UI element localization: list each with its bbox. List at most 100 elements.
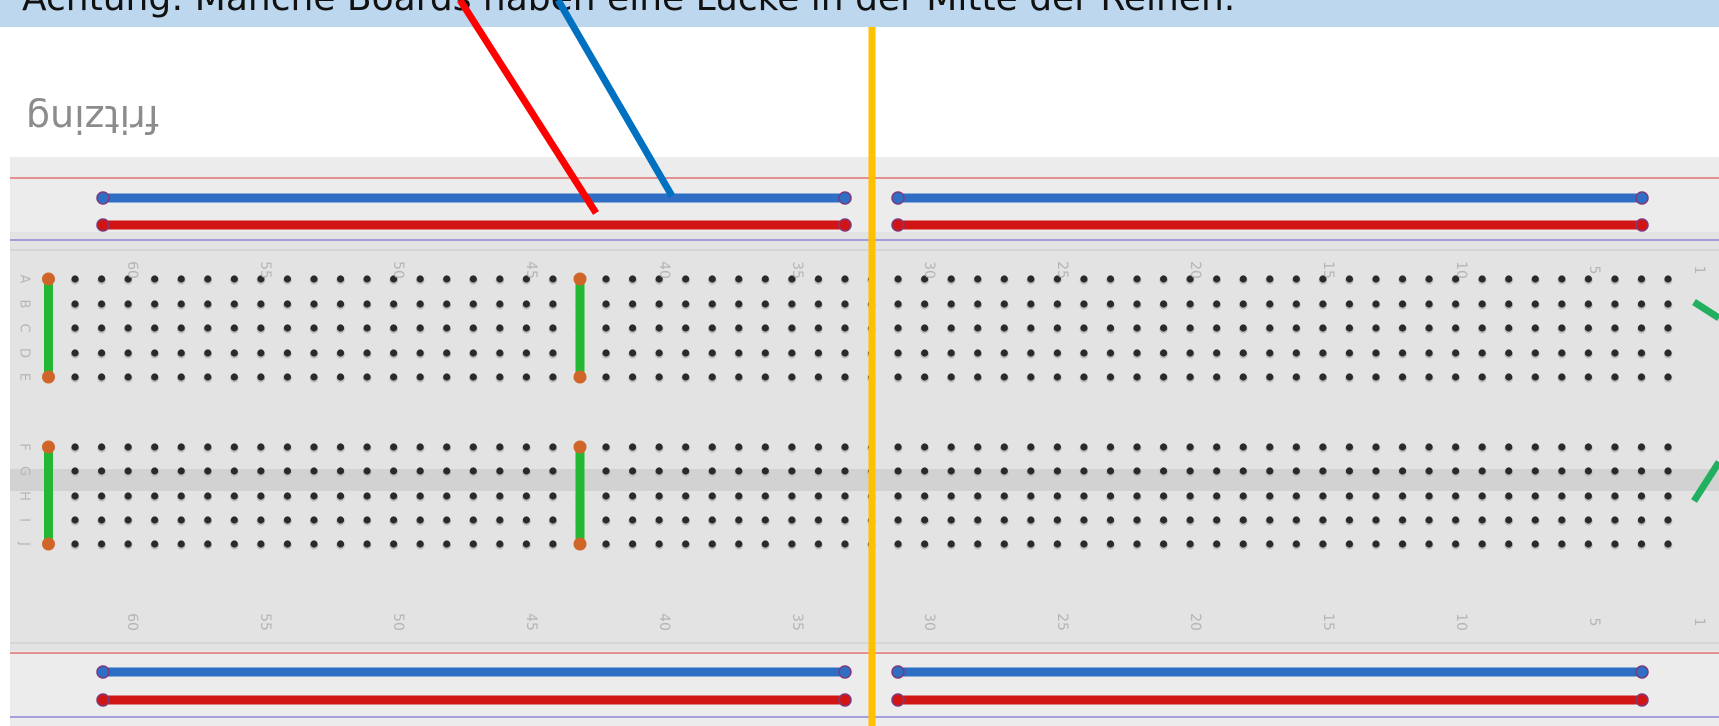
breadboard-hole [204,275,212,283]
breadboard-hole [814,373,823,381]
row-label: B [17,300,32,309]
breadboard-hole [1478,540,1486,548]
jumper-end [42,370,55,384]
breadboard-hole [1664,373,1672,381]
breadboard-hole [788,349,796,357]
breadboard-hole [761,349,769,357]
rail-endpoint [891,693,905,707]
breadboard-hole [1106,324,1115,332]
breadboard-hole [283,324,292,332]
breadboard-hole [1186,349,1194,357]
column-number: 15 [1320,261,1336,279]
breadboard-hole [443,467,451,475]
breadboard-hole [1027,467,1035,475]
column-number: 50 [390,613,406,631]
breadboard-hole [761,373,769,381]
breadboard-hole [682,492,690,500]
breadboard-hole [602,349,610,357]
breadboard-hole [761,443,769,451]
column-number: 35 [789,261,805,279]
breadboard-hole [177,275,185,283]
breadboard-hole [1239,300,1247,308]
breadboard-hole [390,492,398,500]
breadboard-hole [1398,324,1407,332]
breadboard-hole [788,540,796,548]
column-number: 30 [921,261,937,279]
breadboard-hole [761,516,769,524]
breadboard-hole [522,324,531,332]
breadboard-hole [310,324,318,332]
breadboard-hole [629,300,637,308]
breadboard-hole [1478,516,1486,524]
breadboard-hole [841,540,849,548]
breadboard-hole [708,467,716,475]
breadboard-hole [947,324,955,332]
breadboard-hole [735,300,743,308]
breadboard-hole [1478,373,1486,381]
breadboard-hole [1266,467,1274,475]
breadboard-hole [416,443,424,451]
breadboard-hole [1133,373,1141,381]
breadboard-hole [1584,275,1592,283]
breadboard-hole [230,324,238,332]
breadboard-hole [1452,467,1460,475]
breadboard-hole [98,324,106,332]
breadboard-hole [1372,373,1380,381]
breadboard-hole [151,324,159,332]
breadboard-hole [1053,275,1061,283]
breadboard-hole [416,324,424,332]
breadboard-hole [1531,492,1539,500]
breadboard-hole [1186,443,1194,451]
breadboard-hole [1637,300,1646,308]
breadboard-hole [496,467,504,475]
breadboard-hole [1239,324,1247,332]
breadboard-hole [1027,373,1035,381]
breadboard-hole [1106,516,1115,524]
breadboard-hole [1637,516,1646,524]
breadboard-hole [1266,373,1274,381]
breadboard-hole [1027,300,1035,308]
breadboard-hole [469,540,477,548]
breadboard-hole [98,275,106,283]
breadboard-hole [496,492,504,500]
breadboard-hole [257,467,265,475]
jumper-end [42,537,55,551]
breadboard-hole [283,516,292,524]
breadboard-hole [1584,540,1592,548]
breadboard-hole [1292,443,1300,451]
breadboard-hole [814,443,823,451]
breadboard-hole [177,443,185,451]
breadboard-hole [336,492,345,500]
breadboard-hole [71,373,79,381]
breadboard-hole [814,300,823,308]
breadboard-hole [1053,443,1061,451]
breadboard-hole [496,540,504,548]
breadboard-hole [1505,275,1513,283]
breadboard-hole [1452,540,1460,548]
breadboard-hole [443,349,451,357]
breadboard-hole [1558,516,1566,524]
breadboard-hole [1637,492,1646,500]
breadboard-hole [602,467,610,475]
breadboard-hole [1558,275,1566,283]
jumper-end [42,272,55,286]
breadboard-hole [1425,467,1433,475]
jumper-end [42,440,55,454]
column-number: 55 [257,613,273,631]
breadboard-hole [416,300,424,308]
breadboard-hole [443,324,451,332]
breadboard-hole [522,492,531,500]
breadboard-hole [1345,300,1354,308]
breadboard-hole [1478,467,1486,475]
breadboard-hole [177,349,185,357]
rail-endpoint [891,191,905,205]
breadboard-hole [1080,467,1088,475]
breadboard-hole [894,467,902,475]
breadboard-hole [1345,275,1354,283]
column-number: 20 [1187,261,1203,279]
breadboard-hole [841,516,849,524]
breadboard-hole [1292,467,1300,475]
jumper-end [573,440,587,454]
breadboard-hole [71,516,79,524]
breadboard-hole [1531,300,1539,308]
